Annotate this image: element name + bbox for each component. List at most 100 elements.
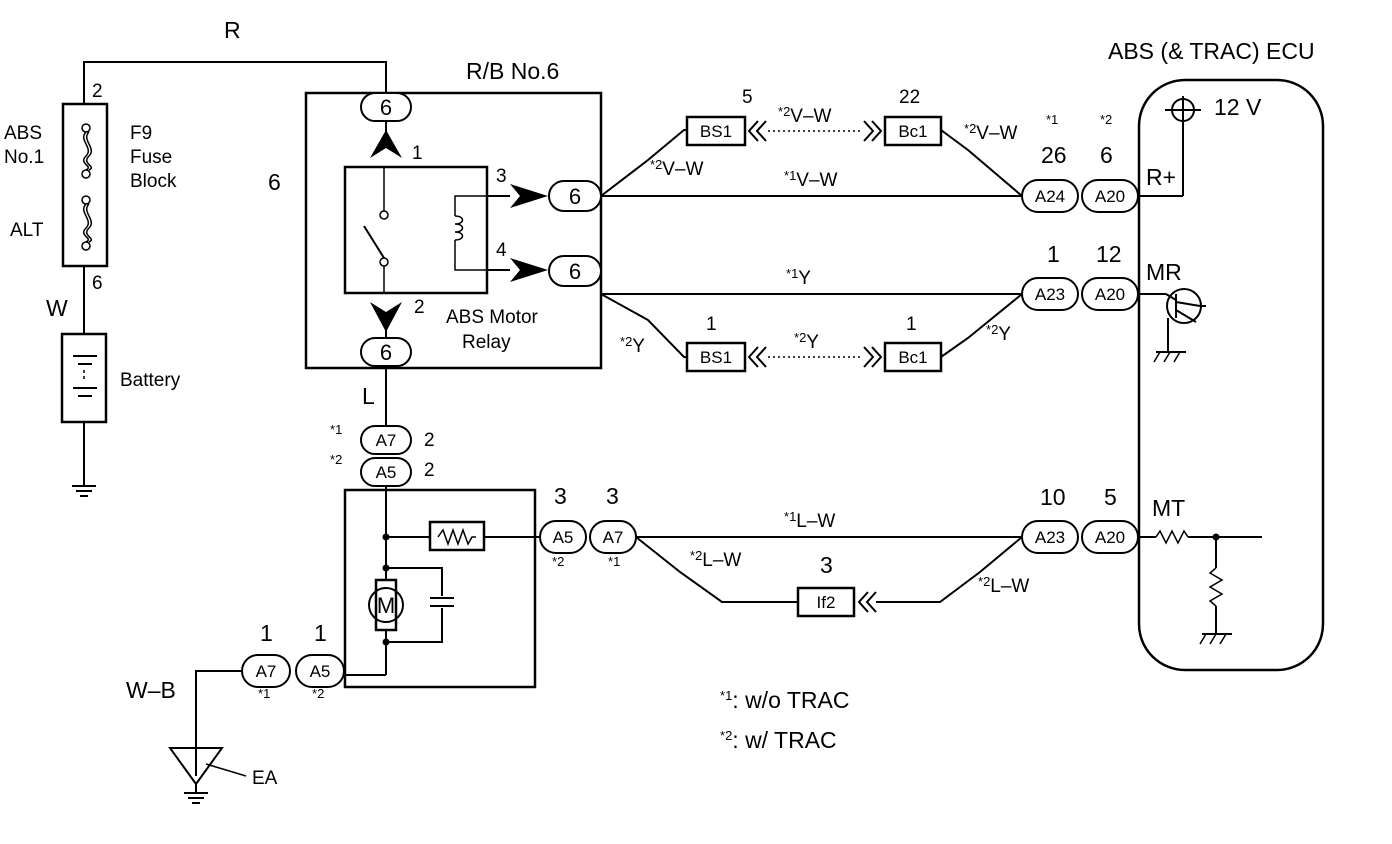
svg-text:*1: *1 (608, 554, 620, 569)
svg-text:*2: *2 (330, 452, 342, 467)
fuse-link-abs-icon (81, 123, 92, 179)
bc1-bottom-plug-icon (863, 346, 883, 368)
bc1-top-num: 22 (899, 87, 920, 108)
bs1-bottom-num: 1 (706, 314, 717, 335)
fuse-pin-top: 2 (92, 81, 103, 102)
a23-top-label: A23 (1035, 285, 1065, 304)
fuse-abs-label: ABS (4, 123, 42, 144)
ecu-hdr2: *2 (1100, 112, 1112, 127)
vw-main-mark: * (784, 168, 789, 183)
a5-mid-label: A5 (553, 528, 574, 547)
bs1-top-plug-icon (747, 120, 767, 142)
ecu-pin-mr: MR (1146, 259, 1182, 285)
a7-mid-pin: 3 (606, 483, 619, 509)
terminal-1-label: 1 (412, 143, 423, 164)
relay-connector-top-label: 6 (380, 95, 392, 120)
svg-text:*1: w/o TRAC: *1: w/o TRAC (720, 687, 849, 713)
svg-text:*2V–W: *2V–W (778, 104, 832, 127)
bs1-bottom-label: BS1 (700, 348, 732, 367)
y-mid-label: Y (806, 332, 819, 353)
vw-main-sup: 1 (789, 168, 796, 183)
svg-text:*1Y: *1Y (786, 266, 811, 289)
bc1-top-plug-icon (863, 120, 883, 142)
svg-text:*2Y: *2Y (986, 322, 1011, 345)
fuse-f9-label: F9 (130, 123, 152, 144)
a24-label: A24 (1035, 187, 1065, 206)
a5-top-label: A5 (376, 463, 397, 482)
lw-alt-right-label: L–W (990, 576, 1029, 597)
lw-main-label: L–W (796, 511, 835, 532)
a20-mid-label: A20 (1095, 285, 1125, 304)
fuse-fuse-label: Fuse (130, 147, 172, 168)
a7-bottom-pin: 1 (260, 620, 273, 646)
legend-mark-2: * (720, 728, 725, 743)
fuse-block: R 2 ABS No.1 ALT F9 Fuse Block 6 W (4, 17, 387, 334)
wire-r-label: R (224, 17, 241, 43)
y-circuit: *1Y *2Y 1 BS1 1 Bc1 *2Y *2Y (600, 266, 1023, 373)
legend-mark-1: * (720, 688, 725, 703)
ecu-a23-top-pin: 1 (1047, 241, 1060, 267)
a7-bottom-label: A7 (256, 662, 277, 681)
wire-wb-label: W–B (126, 677, 176, 703)
ecu-a20-top-pin: 6 (1100, 142, 1113, 168)
bs1-bottom-connector (685, 341, 747, 373)
voltage-source-icon (1165, 96, 1201, 122)
svg-text:*1: *1 (330, 422, 342, 437)
svg-text:*1L–W: *1L–W (784, 509, 835, 532)
a5-bottom-connector (295, 654, 345, 688)
bs1-top-connector (685, 115, 747, 147)
ecu-pulldown-resistor-icon (1208, 567, 1224, 607)
svg-text:*2Y: *2Y (794, 330, 819, 353)
a5-mid-pin: 3 (554, 483, 567, 509)
if2-connector (796, 586, 856, 618)
a23-bottom-label: A23 (1035, 528, 1065, 547)
relay-connector-3-label: 6 (569, 184, 581, 209)
a7-top-pin: 2 (424, 430, 435, 451)
ecu-hdr1: *1 (1046, 112, 1058, 127)
lw-alt-left-label: L–W (702, 550, 741, 571)
terminal-4-label: 4 (496, 240, 507, 261)
bc1-top-label: Bc1 (898, 122, 927, 141)
relay-connector-4-label: 6 (569, 259, 581, 284)
ea-ground-symbol (168, 747, 224, 786)
legend-sup-1: 1 (725, 688, 732, 703)
relay-switch-contact (363, 225, 385, 259)
ecu-a23-bottom-pin: 10 (1040, 484, 1066, 510)
svg-text:*1: *1 (258, 686, 270, 701)
motor-icon (368, 587, 404, 623)
ground-icon (72, 485, 96, 497)
if2-label: If2 (817, 593, 836, 612)
a5-bottom-pin: 1 (314, 620, 327, 646)
ecu-a20-bottom-pin: 5 (1104, 484, 1117, 510)
a5-top-pin: 2 (424, 460, 435, 481)
legend-text-2: : w/ TRAC (732, 727, 836, 753)
svg-text:*1: *1 (1046, 112, 1058, 127)
svg-text:*2: *2 (552, 554, 564, 569)
battery: Battery (60, 332, 181, 497)
ecu-ground-mt-icon (1199, 633, 1232, 645)
terminal-2-label: 2 (414, 297, 425, 318)
relay-name-line2: Relay (462, 332, 511, 353)
fuse-block-label: Block (130, 171, 177, 192)
relay-name-line1: ABS Motor (446, 307, 539, 328)
vw-alt-right-label: V–W (976, 123, 1017, 144)
lw-circuit: 3 3 A5 A7 *2 *1 *1L–W *2L–W 3 If2 *2L–W (539, 483, 1029, 618)
bs1-bottom-plug-icon (747, 346, 767, 368)
relay-block-title: R/B No.6 (466, 58, 559, 84)
fuse-abs-no-label: No.1 (4, 147, 44, 168)
fuse-alt-label: ALT (10, 220, 44, 241)
wire-w-label: W (46, 295, 68, 321)
if2-plug-icon (857, 591, 877, 613)
transistor-icon (1165, 288, 1206, 324)
svg-text:*2L–W: *2L–W (690, 548, 741, 571)
bc1-bottom-num: 1 (906, 314, 917, 335)
fuse-link-alt-icon (81, 195, 92, 251)
vw-alt-left-label: V–W (662, 159, 703, 180)
vw-circuit: *1V–W *2V–W 5 BS1 22 Bc1 *2V–W *2V–W (600, 87, 1023, 197)
terminal-1-icon (370, 130, 402, 158)
legend-text-1: : w/o TRAC (732, 687, 849, 713)
y-alt-left-label: Y (632, 336, 645, 357)
a5-mid-connector (539, 520, 587, 554)
svg-text:*2L–W: *2L–W (978, 574, 1029, 597)
